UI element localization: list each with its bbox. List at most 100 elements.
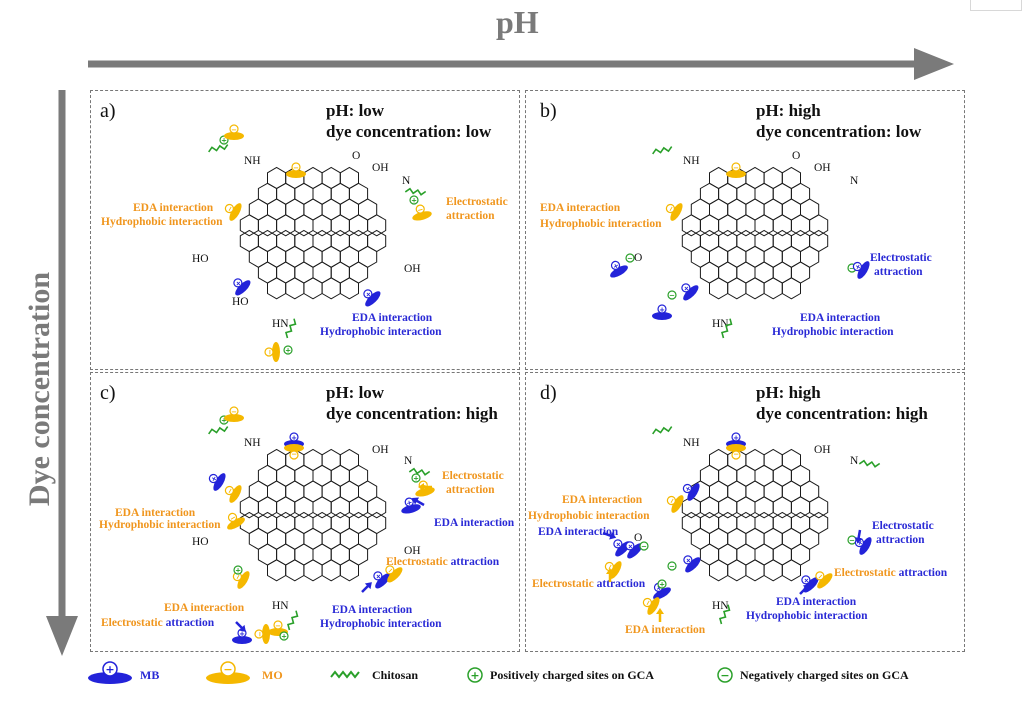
mb-molecule-icon: + <box>610 260 628 278</box>
panel-c-title-line1: pH: low <box>326 383 385 402</box>
chitosan-chain-icon <box>285 318 297 339</box>
svg-text:+: + <box>105 663 114 676</box>
annotation-c-electrostatic-bottom-word: Electrostatic <box>101 617 163 629</box>
annotation-c-eda-right: EDA interaction <box>434 517 515 529</box>
svg-text:+: + <box>234 279 244 289</box>
chitosan-chain-icon <box>858 459 881 468</box>
interaction-arrow-icon <box>606 568 614 582</box>
label-oh-right-c: OH <box>404 545 421 557</box>
annotation-d-eda-bottom: EDA interaction <box>625 624 706 636</box>
mb-molecule-icon: + <box>681 283 699 301</box>
panel-c-title: pH: low dye concentration: high <box>326 382 498 424</box>
positive-site-icon: + <box>279 631 289 641</box>
hexagon-ring <box>809 496 829 519</box>
positive-site-legend-label: Positively charged sites on GCA <box>490 668 654 682</box>
chitosan-chain-icon <box>287 610 299 631</box>
label-nh-b: NH <box>683 155 700 167</box>
label-ho2-a: HO <box>232 296 249 308</box>
panel-a-title-line1: pH: low <box>326 101 385 120</box>
svg-text:+: + <box>611 261 620 271</box>
svg-text:+: + <box>413 475 419 483</box>
svg-text:+: + <box>221 417 227 425</box>
annotation-a-hydrophobic-blue: Hydrophobic interaction <box>320 326 442 338</box>
hexagon-ring-group <box>681 166 829 300</box>
interaction-arrow-icon <box>411 497 425 507</box>
interaction-arrow-icon <box>799 584 810 595</box>
svg-text:−: − <box>233 572 243 581</box>
mo-molecule-icon: − <box>286 162 306 178</box>
svg-text:+: + <box>411 197 417 205</box>
interaction-arrow-icon <box>602 531 617 540</box>
positive-site-icon: + <box>409 195 419 205</box>
ph-axis-arrow <box>88 48 954 80</box>
panel-d-title-line1: pH: high <box>756 383 821 402</box>
svg-text:−: − <box>386 566 396 576</box>
annotation-c-electrostatic-mid-word: Electrostatic <box>386 556 448 568</box>
chitosan-legend-label: Chitosan <box>372 668 419 682</box>
mo-molecule-icon: − <box>385 565 403 583</box>
negative-site-icon: − <box>667 290 677 300</box>
mb-molecule-icon: + <box>233 278 251 296</box>
svg-text:+: + <box>855 538 865 547</box>
panel-c <box>90 372 520 652</box>
annotation-d-attraction-mid-word: attraction <box>898 567 948 579</box>
svg-text:−: − <box>667 496 677 505</box>
positive-site-icon: + <box>411 473 421 483</box>
label-hn-c: HN <box>272 600 289 612</box>
label-oh-d: OH <box>814 444 831 456</box>
chitosan-chain-icon <box>208 426 229 435</box>
annotation-a-eda: EDA interaction <box>133 202 214 214</box>
mb-molecule-icon: + <box>208 473 226 491</box>
label-n-a: N <box>402 175 411 187</box>
hexagon-ring-group <box>239 448 387 582</box>
svg-text:−: − <box>669 292 675 300</box>
negative-site-legend-icon: − <box>717 667 733 683</box>
mb-molecule-icon: + <box>401 497 421 514</box>
annotation-c-eda-bottom: EDA interaction <box>164 602 245 614</box>
negative-site-icon: − <box>667 561 677 571</box>
annotation-d-attraction-right: attraction <box>876 534 925 546</box>
svg-text:−: − <box>641 543 647 551</box>
panel-c-title-line2: dye concentration: high <box>326 404 498 423</box>
mo-legend-label: MO <box>262 668 283 682</box>
svg-text:+: + <box>853 262 863 271</box>
mo-molecule-icon: − <box>224 485 242 503</box>
annotation-d-eda-blue-bottom: EDA interaction <box>776 596 857 608</box>
graphene-sheet-d <box>681 448 829 582</box>
svg-text:−: − <box>223 663 232 676</box>
mo-molecule-icon: − <box>284 444 304 460</box>
svg-text:−: − <box>228 513 237 523</box>
negative-site-icon: − <box>639 541 649 551</box>
hexagon-ring <box>781 277 801 300</box>
positive-site-icon: + <box>233 565 243 575</box>
svg-text:−: − <box>849 265 855 273</box>
chitosan-chain-icon <box>408 467 431 476</box>
label-nh-c: NH <box>244 437 261 449</box>
mb-molecule-icon: + <box>652 304 672 320</box>
panel-b-title-line2: dye concentration: low <box>756 122 922 141</box>
interaction-arrow-icon <box>235 621 246 632</box>
svg-text:+: + <box>802 576 812 586</box>
svg-text:−: − <box>669 563 675 571</box>
label-ho-a: HO <box>192 253 209 265</box>
label-n-d: N <box>850 455 859 467</box>
hexagon-ring-group <box>239 166 387 300</box>
graphene-sheet-c <box>239 448 387 582</box>
svg-text:−: − <box>256 631 264 637</box>
graphene-sheet-a <box>239 166 387 300</box>
page-corner-marker <box>970 0 1022 11</box>
annotation-d-attraction-left-word: attraction <box>596 578 646 590</box>
svg-text:−: − <box>225 204 235 213</box>
chitosan-legend-icon <box>330 670 360 679</box>
panel-d-title: pH: high dye concentration: high <box>756 382 928 424</box>
mo-molecule-icon: − <box>232 571 250 589</box>
hexagon-ring <box>367 496 387 519</box>
svg-text:−: − <box>225 486 235 495</box>
ph-axis-title: pH <box>496 4 539 40</box>
mb-molecule-icon: + <box>683 555 701 573</box>
panel-a-title-line2: dye concentration: low <box>326 122 492 141</box>
annotation-c-hydrophobic-blue: Hydrophobic interaction <box>320 618 442 630</box>
svg-text:+: + <box>684 556 694 566</box>
svg-text:+: + <box>470 669 479 682</box>
annotation-d-hydrophobic: Hydrophobic interaction <box>528 510 650 522</box>
